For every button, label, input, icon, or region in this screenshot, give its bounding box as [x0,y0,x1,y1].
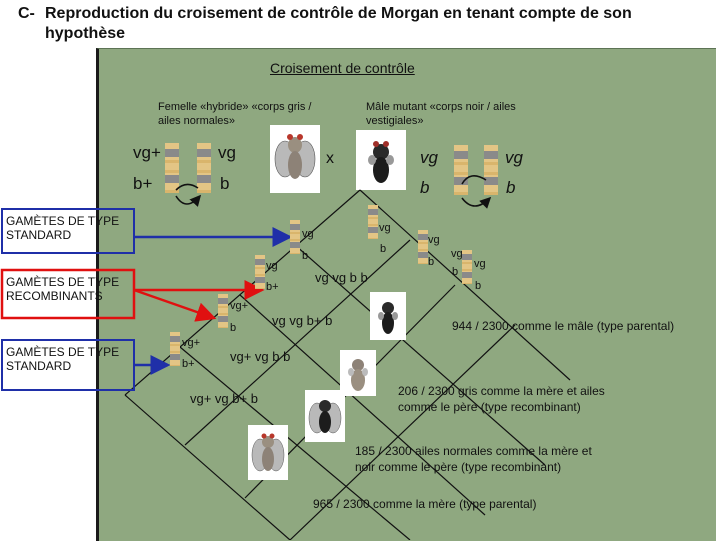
gamete-f1-vg: vg [302,228,314,240]
result-recombinant-gray: 206 / 2300 gris comme la mère et ailes c… [398,384,605,414]
gametes-recombinant: GAMÈTES DE TYPE RECOMBINANTS [6,275,120,303]
page-heading: C- Reproduction du croisement de contrôl… [18,4,718,48]
gamete-chromosome-f4 [170,332,180,366]
gamete-f4-b: b+ [182,358,195,370]
gamete-m2-b: b [428,256,435,268]
gamete-m3-vg: vg [451,248,463,260]
offspring-fly-black-normal-wings [305,390,345,442]
heading-line-1: Reproduction du croisement de contrôle d… [45,5,632,22]
black-fly-icon [378,302,398,334]
female-allele-bplus: b+ [133,174,153,193]
black-fly-icon [368,141,394,183]
gamete-m4-b: b [475,280,482,292]
gamete-m1-vg: vg [379,222,391,234]
gray-fly-icon [251,433,285,472]
heading-line-2: hypothèse [45,25,126,42]
male-crossover-arrow [461,196,492,209]
male-allele-b-1: b [420,178,430,197]
result-recombinant-normal-wings: 185 / 2300 ailes normales comme la mère … [355,444,592,474]
offspring-fly-gray-vestigial [340,350,376,396]
result-parental-male: 944 / 2300 comme le mâle (type parental) [452,319,675,333]
standard-top-box-border [1,208,135,254]
gamete-chromosome-f3 [218,294,228,328]
genotype-4: vg+ vg b+ b [190,391,258,406]
offspring-fly-gray-normal [248,425,288,480]
gamete-chromosome-m2 [418,230,428,264]
female-crossover-arrow-2 [175,183,199,191]
cross-panel [96,48,716,541]
gray-fly-icon [348,359,368,391]
male-fly-image [356,130,406,190]
gamete-m3-b: b [452,266,459,278]
gamete-chromosome-f2 [255,255,265,289]
genotype-2: vg vg b+ b [272,313,333,328]
gamete-m2-vg: vg [428,234,440,246]
standard-bottom-box-border [1,339,135,391]
punnett-diamond [124,189,571,540]
panel-title: Croisement de contrôle [270,60,415,76]
male-allele-vg-1: vg [420,148,438,167]
gamete-chromosome-m3 [462,250,472,284]
gamete-f3-b: b [230,322,237,334]
gamete-chromosome-f1 [290,220,300,254]
female-label: Femelle «hybride» «corps gris / ailes no… [158,101,312,127]
cross-symbol: x [326,150,334,167]
gamete-chromosome-m1 [368,205,378,239]
female-chromosome-2 [197,143,211,193]
male-label: Mâle mutant «corps noir / ailes vestigia… [366,101,516,127]
genotype-3: vg+ vg b b [230,349,291,364]
offspring-fly-black [370,292,406,340]
gamete-m4-vg: vg [474,258,486,270]
genotype-1: vg vg b b [315,270,368,285]
male-allele-vg-2: vg [505,148,523,167]
recombinant-arrow-2 [133,288,217,322]
result-parental-female: 965 / 2300 comme la mère (type parental) [313,497,537,511]
female-fly-image [270,125,320,193]
gamete-m1-b: b [380,243,387,255]
female-allele-b: b [220,174,230,193]
gametes-standard-top: GAMÈTES DE TYPE STANDARD [6,214,120,242]
male-chromosome-2 [484,145,498,195]
female-chromosome-1 [165,143,179,193]
gamete-f1-b: b [302,250,309,262]
gamete-f4-vg: vg+ [182,337,201,349]
recombinant-box-border [0,268,136,320]
section-letter: C- [18,5,35,22]
gray-fly-icon [274,134,316,179]
gamete-f2-b: b+ [266,281,279,293]
black-fly-icon [308,400,342,434]
male-chromosome-1 [454,145,468,195]
gamete-f2-vg: vg [266,260,278,272]
female-crossover-arrow [175,194,202,207]
gamete-f3-vg: vg+ [230,300,249,312]
male-allele-b-2: b [506,178,516,197]
gametes-standard-bottom: GAMÈTES DE TYPE STANDARD [6,345,120,373]
male-crossover-arrow-2 [461,175,487,185]
female-allele-vg: vg [218,143,236,162]
female-allele-vgplus: vg+ [133,143,161,162]
